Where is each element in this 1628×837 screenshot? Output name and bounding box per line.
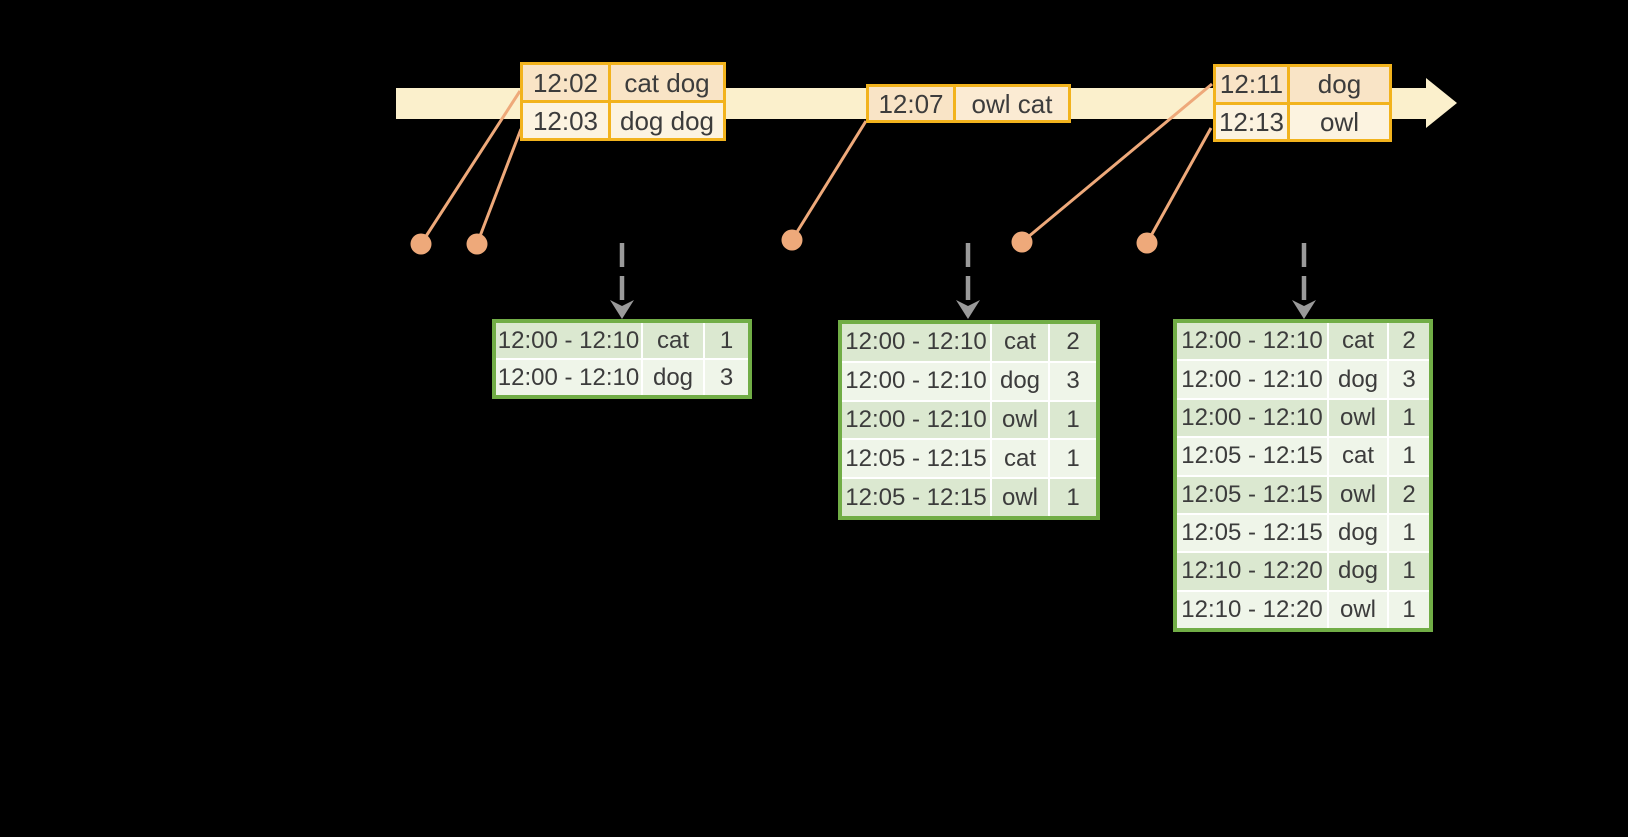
word-cell: dog: [1329, 514, 1387, 552]
event-time-cell: 12:03: [523, 103, 608, 138]
result-table: 12:00 - 12:10 cat 1 12:00 - 12:10 dog 3: [492, 319, 752, 399]
count-cell: 3: [1389, 361, 1429, 398]
result-table: 12:00 - 12:10 cat 2 12:00 - 12:10 dog 3 …: [1173, 319, 1433, 632]
window-cell: 12:10 - 12:20: [1177, 591, 1327, 628]
window-cell: 12:00 - 12:10: [1177, 323, 1327, 360]
word-cell: dog: [643, 360, 703, 395]
word-cell: cat: [643, 323, 703, 358]
count-cell: 1: [1389, 553, 1429, 590]
count-cell: 1: [1050, 440, 1096, 478]
count-cell: 3: [705, 360, 748, 395]
window-cell: 12:05 - 12:15: [1177, 476, 1327, 513]
event-connector-line: [475, 128, 523, 245]
event-table: 12:02 cat dog 12:03 dog dog: [520, 62, 726, 141]
window-cell: 12:05 - 12:15: [1177, 438, 1327, 475]
count-cell: 1: [1389, 438, 1429, 475]
word-cell: owl: [1329, 591, 1387, 628]
trigger-arrowhead-icon: [610, 300, 634, 319]
word-cell: cat: [1329, 323, 1387, 360]
event-words-cell: dog dog: [611, 103, 723, 138]
event-time-cell: 12:07: [869, 87, 953, 120]
count-cell: 2: [1050, 324, 1096, 361]
event-connector-line: [1145, 127, 1213, 244]
event-dot: [781, 229, 803, 251]
window-cell: 12:00 - 12:10: [496, 323, 641, 358]
event-connector-line: [790, 120, 868, 241]
window-cell: 12:10 - 12:20: [1177, 553, 1327, 590]
event-words-cell: owl: [1290, 104, 1389, 139]
window-cell: 12:00 - 12:10: [1177, 399, 1327, 437]
word-cell: owl: [1329, 399, 1387, 437]
trigger-arrowhead-icon: [956, 300, 980, 319]
window-cell: 12:00 - 12:10: [1177, 361, 1327, 398]
event-time-cell: 12:13: [1216, 104, 1287, 139]
word-cell: owl: [992, 479, 1048, 516]
count-cell: 1: [1050, 479, 1096, 516]
trigger-arrowhead-icon: [1292, 300, 1316, 319]
event-table: 12:11 dog 12:13 owl: [1213, 64, 1392, 142]
count-cell: 1: [705, 323, 748, 358]
event-dot: [1011, 231, 1033, 253]
event-connector-line: [1021, 82, 1213, 244]
event-time-cell: 12:11: [1216, 67, 1287, 102]
event-connector-line: [419, 90, 522, 245]
result-table: 12:00 - 12:10 cat 2 12:00 - 12:10 dog 3 …: [838, 320, 1100, 520]
event-dot: [466, 233, 488, 255]
event-time-cell: 12:02: [523, 65, 608, 100]
count-cell: 1: [1389, 514, 1429, 552]
word-cell: dog: [1329, 553, 1387, 590]
count-cell: 2: [1389, 476, 1429, 513]
count-cell: 2: [1389, 323, 1429, 360]
word-cell: dog: [1329, 361, 1387, 398]
event-table: 12:07 owl cat: [866, 84, 1071, 123]
window-cell: 12:00 - 12:10: [842, 324, 990, 361]
word-cell: dog: [992, 362, 1048, 400]
word-cell: cat: [1329, 438, 1387, 475]
window-cell: 12:00 - 12:10: [842, 362, 990, 400]
timeline-arrowhead-icon: [1426, 78, 1457, 128]
event-words-cell: cat dog: [611, 65, 723, 100]
count-cell: 1: [1389, 591, 1429, 628]
window-cell: 12:00 - 12:10: [496, 360, 641, 395]
word-cell: owl: [992, 401, 1048, 439]
window-cell: 12:05 - 12:15: [842, 440, 990, 478]
count-cell: 1: [1050, 401, 1096, 439]
word-cell: cat: [992, 324, 1048, 361]
window-cell: 12:05 - 12:15: [842, 479, 990, 516]
event-dot: [410, 233, 432, 255]
count-cell: 3: [1050, 362, 1096, 400]
event-words-cell: dog: [1290, 67, 1389, 102]
event-dot: [1136, 232, 1158, 254]
event-words-cell: owl cat: [956, 87, 1068, 120]
window-cell: 12:05 - 12:15: [1177, 514, 1327, 552]
word-cell: owl: [1329, 476, 1387, 513]
window-cell: 12:00 - 12:10: [842, 401, 990, 439]
word-cell: cat: [992, 440, 1048, 478]
count-cell: 1: [1389, 399, 1429, 437]
